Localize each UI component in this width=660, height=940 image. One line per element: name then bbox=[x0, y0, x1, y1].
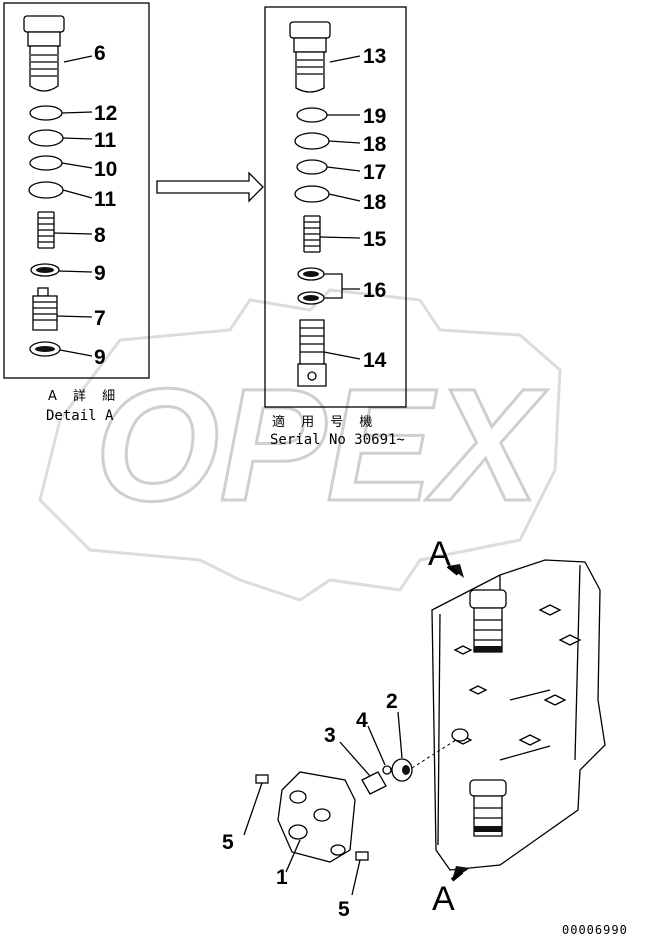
plug-6 bbox=[23, 15, 93, 92]
view-arrows bbox=[446, 564, 470, 882]
spring-8 bbox=[37, 211, 93, 249]
label-10: 10 bbox=[94, 158, 117, 181]
label-7: 7 bbox=[94, 307, 106, 330]
seal-9 bbox=[30, 263, 93, 277]
label-9b: 9 bbox=[94, 346, 106, 369]
bolt-5a bbox=[243, 774, 269, 836]
label-14: 14 bbox=[363, 349, 387, 372]
view-mark-top: A bbox=[428, 535, 451, 573]
valve-body bbox=[431, 559, 606, 871]
label-12: 12 bbox=[94, 102, 117, 125]
label-17: 17 bbox=[363, 161, 386, 184]
bolt-5b bbox=[351, 851, 369, 896]
spool-7 bbox=[32, 287, 93, 331]
label-2: 2 bbox=[386, 690, 398, 713]
label-18: 18 bbox=[363, 133, 387, 156]
label-11: 11 bbox=[94, 129, 117, 152]
o-ring-10 bbox=[29, 155, 63, 171]
label-5b: 5 bbox=[338, 898, 350, 921]
cover-1 bbox=[277, 771, 356, 873]
label-4: 4 bbox=[356, 709, 368, 732]
label-6: 6 bbox=[94, 42, 106, 65]
spring-15 bbox=[303, 215, 361, 253]
view-mark-bottom: A bbox=[432, 880, 455, 918]
serial-frame bbox=[264, 6, 407, 408]
label-13: 13 bbox=[363, 45, 386, 68]
label-16: 16 bbox=[363, 279, 386, 302]
label-11b: 11 bbox=[94, 188, 117, 211]
backup-ring-18b bbox=[294, 185, 330, 203]
detail-a-caption-jp: A 詳 細 bbox=[48, 388, 121, 404]
change-arrow bbox=[156, 171, 264, 203]
label-1: 1 bbox=[276, 866, 288, 889]
label-18b: 18 bbox=[363, 191, 387, 214]
serial-caption-en: Serial No 30691~ bbox=[270, 432, 405, 448]
ball-4 bbox=[367, 725, 392, 775]
o-ring-19 bbox=[296, 107, 328, 123]
seals-16 bbox=[297, 267, 360, 305]
spool-14 bbox=[297, 319, 361, 387]
backup-ring-11 bbox=[28, 129, 64, 147]
plug-3 bbox=[339, 741, 387, 795]
serial-panel: 13 19 18 17 18 15 16 14 bbox=[264, 6, 407, 408]
label-9: 9 bbox=[94, 262, 106, 285]
label-8: 8 bbox=[94, 224, 106, 247]
plug-2 bbox=[391, 711, 457, 782]
detail-a-panel: 6 12 11 10 11 8 9 7 9 bbox=[3, 2, 150, 379]
plug-13 bbox=[289, 21, 361, 93]
backup-ring-18 bbox=[294, 132, 330, 150]
backup-ring-11b bbox=[28, 181, 64, 199]
detail-a-caption-en: Detail A bbox=[46, 408, 114, 424]
label-5a: 5 bbox=[222, 831, 234, 854]
seal-9b bbox=[29, 341, 93, 357]
o-ring-17 bbox=[296, 159, 328, 175]
label-15: 15 bbox=[363, 228, 387, 251]
label-3: 3 bbox=[324, 724, 336, 747]
label-19: 19 bbox=[363, 105, 386, 128]
detail-a-frame bbox=[3, 2, 150, 379]
o-ring-12 bbox=[29, 105, 63, 121]
serial-caption-jp: 適 用 号 機 bbox=[272, 414, 378, 430]
diagram-code: 00006990 bbox=[562, 923, 628, 937]
